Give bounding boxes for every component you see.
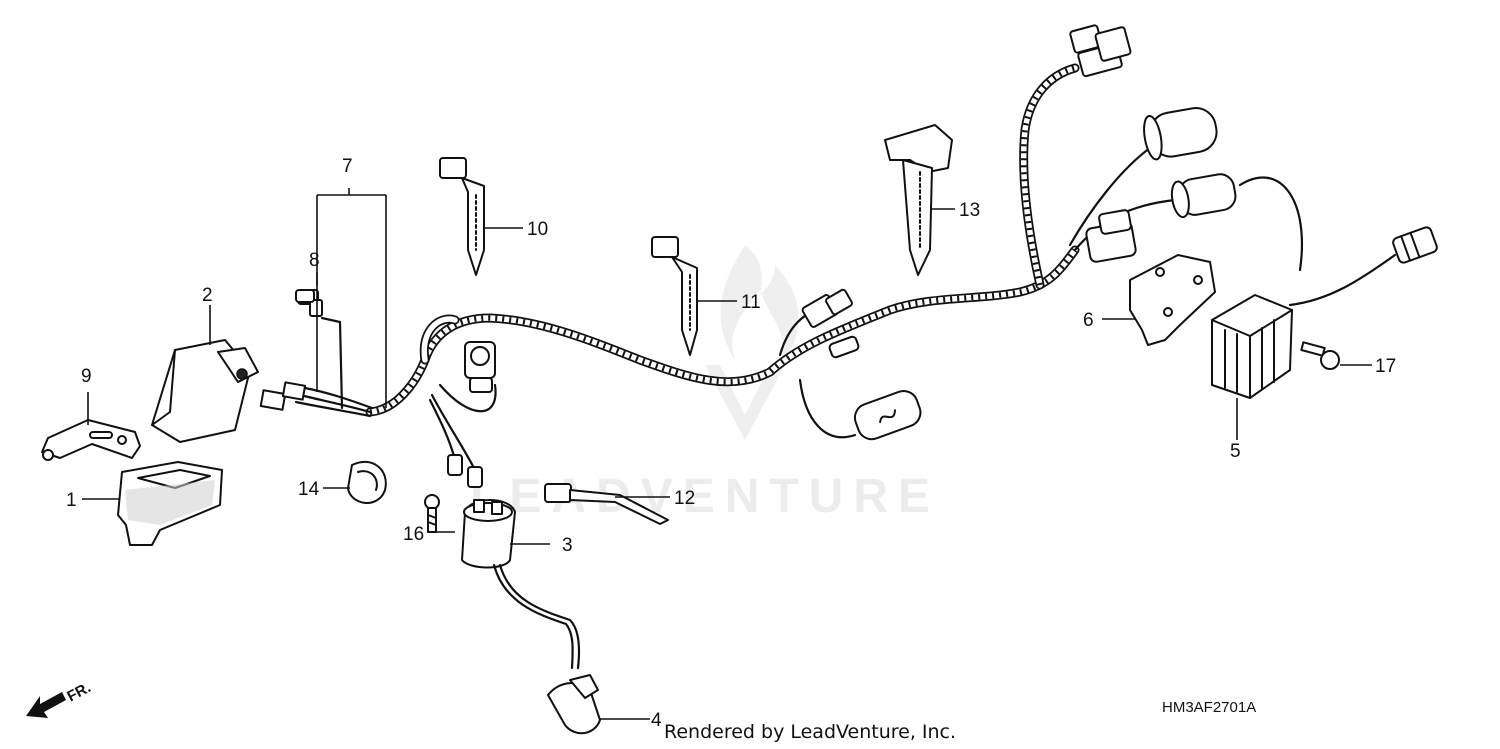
callout-3: 3 [562, 535, 573, 556]
part-17-bolt [1300, 341, 1340, 370]
callout-9: 9 [81, 366, 92, 387]
part-8-connector [295, 289, 315, 303]
diagram-code: HM3AF2701A [1162, 699, 1256, 716]
part-9-bracket [41, 419, 141, 461]
front-arrow-icon [26, 692, 66, 718]
part-16-bolt [424, 494, 440, 533]
part-11-band [651, 236, 698, 356]
harness-connectors [259, 24, 1137, 488]
leader-lines [82, 188, 1372, 720]
main-wire-harness [294, 63, 1397, 472]
callout-11: 11 [741, 292, 761, 313]
part-12-band [544, 483, 669, 525]
callout-7: 7 [342, 156, 353, 177]
front-direction-indicator: FR. [26, 679, 94, 718]
front-label: FR. [64, 679, 93, 705]
part-4-spark-plug-cap [547, 674, 601, 735]
part-3-ignition-coil [461, 499, 581, 670]
part-2-cdi-unit [151, 339, 259, 443]
callout-labels: 1 2 3 4 5 6 7 8 9 10 11 12 13 14 16 17 [66, 156, 1396, 731]
callout-4: 4 [651, 710, 662, 731]
callout-12: 12 [674, 488, 695, 509]
cylinder-parts [853, 107, 1438, 441]
part-5-regulator-rectifier [1211, 294, 1293, 399]
callout-10: 10 [527, 219, 548, 240]
callout-8: 8 [309, 250, 320, 271]
part-14-clamp [347, 460, 387, 504]
callout-16: 16 [403, 524, 424, 545]
callout-1: 1 [66, 490, 77, 511]
callout-17: 17 [1375, 356, 1396, 377]
watermark-text: LEADVENTURE [470, 470, 940, 523]
callout-13: 13 [959, 200, 980, 221]
render-credit: Rendered by LeadVenture, Inc. [664, 721, 956, 743]
part-13-cable-tie [884, 124, 953, 276]
part-1-rubber-mount [117, 461, 223, 546]
callout-6: 6 [1083, 310, 1094, 331]
part-10-band [439, 157, 485, 276]
callout-5: 5 [1230, 441, 1241, 462]
callout-14: 14 [298, 479, 320, 500]
part-6-bracket-plate [1129, 254, 1216, 346]
callout-2: 2 [202, 285, 213, 306]
